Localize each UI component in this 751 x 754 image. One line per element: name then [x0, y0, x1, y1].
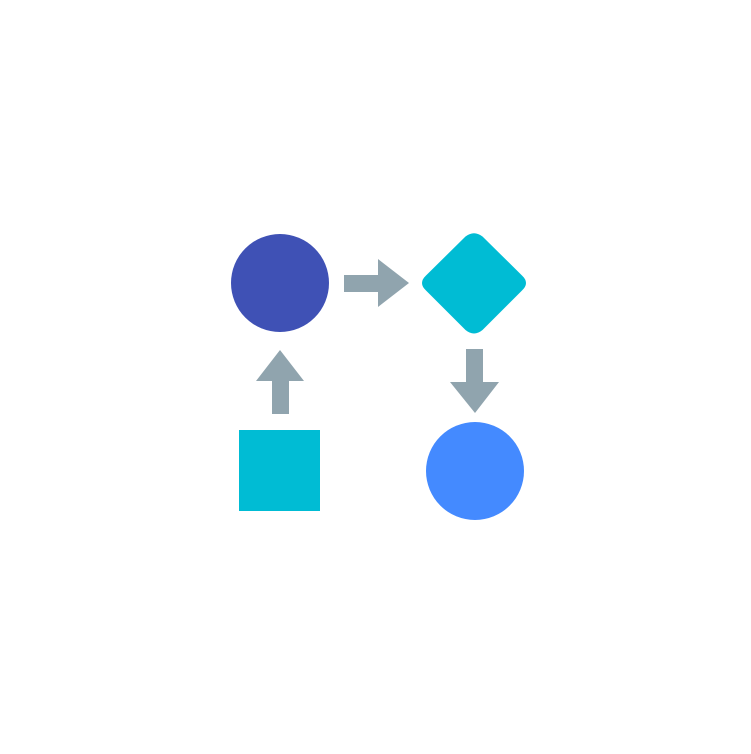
- source-square-node: [239, 430, 320, 511]
- end-circle-node: [426, 422, 524, 520]
- arrow-down-icon: [450, 349, 499, 413]
- arrow-right-icon: [344, 259, 409, 307]
- arrow-up-icon: [256, 350, 304, 414]
- decision-diamond-node: [422, 233, 526, 334]
- start-circle-node: [231, 234, 329, 332]
